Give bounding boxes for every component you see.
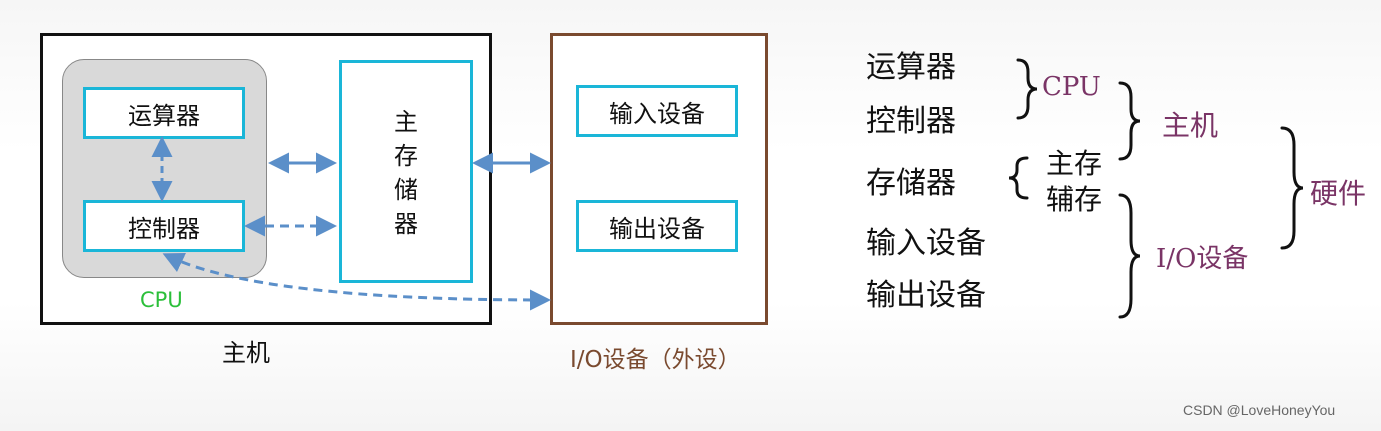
alu-label: 运算器 <box>128 101 200 130</box>
main-memory-char: 存 <box>394 142 418 170</box>
output-device-label: 输出设备 <box>609 214 705 243</box>
brace-hardware <box>1280 126 1304 250</box>
input-device-term: 输入设备 <box>866 226 986 261</box>
cpu-term: CPU <box>1042 72 1101 102</box>
host-term: 主机 <box>1162 109 1219 142</box>
io-device-frame <box>550 33 768 325</box>
main-memory-char: 器 <box>394 210 418 238</box>
main-memory-char: 主 <box>394 108 418 136</box>
input-device-label: 输入设备 <box>609 99 705 128</box>
host-caption: 主机 <box>222 339 270 367</box>
control-io-arrow <box>162 252 551 311</box>
input-device-box: 输入设备 <box>576 85 738 137</box>
control-term: 控制器 <box>866 104 956 139</box>
io-device-term: I/O设备 <box>1156 244 1249 274</box>
control-unit-box: 控制器 <box>83 200 245 252</box>
alu-term: 运算器 <box>866 50 956 85</box>
io-device-caption: I/O设备（外设） <box>570 347 741 373</box>
main-memory-term: 主存 <box>1046 147 1103 180</box>
brace-storage <box>1008 156 1029 200</box>
hardware-term: 硬件 <box>1310 177 1367 210</box>
storage-term: 存储器 <box>866 166 956 201</box>
watermark: CSDN @LoveHoneyYou <box>1183 402 1336 418</box>
hardware-braces <box>1008 58 1304 319</box>
brace-host <box>1118 81 1141 161</box>
main-memory-box: 主 存 储 器 <box>339 60 473 283</box>
brace-io <box>1118 193 1141 319</box>
aux-memory-term: 辅存 <box>1046 183 1103 216</box>
brace-cpu <box>1016 58 1038 120</box>
main-memory-char: 储 <box>394 176 418 204</box>
main-memory-label: 主 存 储 器 <box>342 105 470 241</box>
output-device-term: 输出设备 <box>866 278 986 313</box>
output-device-box: 输出设备 <box>576 200 738 252</box>
control-unit-label: 控制器 <box>128 214 200 243</box>
